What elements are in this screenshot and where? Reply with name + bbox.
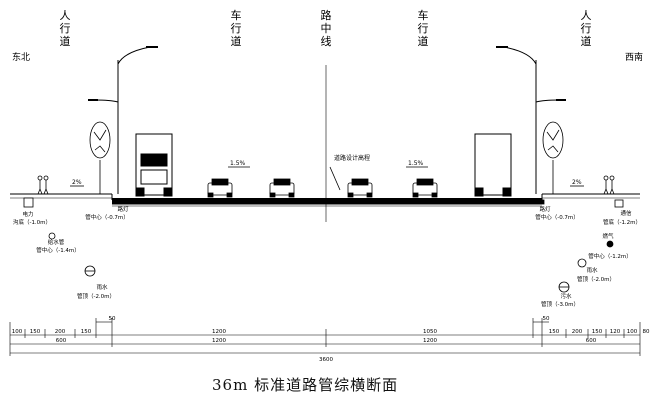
- label-sidewalk-left: 人行道: [59, 9, 71, 48]
- dim-row1-3: 150: [81, 329, 92, 335]
- dimension-lines: [9, 318, 641, 356]
- pipe-right-telecom-detail: 管底（-1.2m）: [603, 218, 641, 226]
- dim-row2-1: 1200: [212, 338, 226, 344]
- street-light-right: [496, 46, 566, 194]
- pipe-right-telecom-name: 通信: [620, 209, 632, 217]
- car-3: [347, 178, 373, 198]
- dim-marker-right: 50: [543, 316, 550, 322]
- slope-label-left: 1.5%: [230, 160, 246, 167]
- road-surface: [10, 193, 640, 207]
- pipe-left-water-name: 给水管: [48, 238, 65, 246]
- label-side-left: 东北: [12, 53, 31, 63]
- dim-row1-1: 150: [30, 329, 41, 335]
- dim-row1-11: 80: [643, 329, 650, 335]
- pedestrians-right: [603, 175, 615, 195]
- dim-marker-left: 50: [109, 316, 116, 322]
- dim-row2-2: 1200: [423, 338, 437, 344]
- pipe-right-sewage-name: 污水: [560, 292, 572, 300]
- label-side-right: 西南: [625, 53, 644, 63]
- design-elevation-label: 道路设计高程: [334, 154, 370, 162]
- car-1: [207, 178, 233, 198]
- pipe-left-power-detail: 沟底（-1.0m）: [13, 218, 51, 226]
- label-carriageway-right: 车行道: [417, 9, 429, 48]
- dim-row1-5: 1050: [423, 329, 437, 335]
- pipe-right-gas-detail: 管中心（-1.2m）: [588, 252, 632, 260]
- pipe-left-power-name: 电力: [22, 210, 33, 218]
- dim-row2-3: 600: [586, 338, 597, 344]
- pipe-left-storm-name: 雨水: [96, 283, 108, 291]
- dim-row1-6: 150: [549, 329, 560, 335]
- drawing-caption: 36m 标准道路管综横断面: [212, 376, 399, 394]
- pipe-symbols: [23, 197, 624, 293]
- dim-row1-0: 100: [12, 329, 23, 335]
- pipe-left-light-detail: 管中心（-0.7m）: [85, 213, 129, 221]
- truck-right: [474, 133, 512, 197]
- pipe-right-storm-detail: 管顶（-2.0m）: [577, 275, 615, 283]
- street-light-left: [88, 46, 158, 194]
- truck-left: [135, 133, 173, 197]
- walk-slope-label-right: 2%: [572, 179, 582, 186]
- dim-row1-2: 200: [55, 329, 66, 335]
- pipe-left-light-name: 路灯: [117, 205, 129, 213]
- dim-total: 3600: [319, 357, 333, 363]
- label-sidewalk-right: 人行道: [580, 9, 592, 48]
- dim-row1-8: 150: [592, 329, 603, 335]
- label-center-line: 路中线: [320, 9, 332, 48]
- stormwater-right-symbol: [577, 258, 587, 268]
- dim-row1-10: 100: [627, 329, 638, 335]
- pedestrians-left: [37, 175, 49, 195]
- label-carriageway-left: 车行道: [230, 9, 242, 48]
- cars: [207, 178, 438, 198]
- water-supply-symbol: [48, 232, 56, 240]
- dim-row1-4: 1200: [212, 329, 226, 335]
- slope-label-right: 1.5%: [408, 160, 424, 167]
- pipe-right-sewage-detail: 管顶（-3.0m）: [541, 300, 579, 308]
- design-elevation-leader: [329, 166, 341, 191]
- tree-right: [542, 121, 564, 194]
- pipe-right-light-detail: 管中心（-0.7m）: [535, 213, 579, 221]
- car-4: [412, 178, 438, 198]
- pipe-right-light-name: 路灯: [539, 205, 551, 213]
- pipe-right-gas-name: 燃气: [602, 232, 614, 240]
- pipe-left-storm-detail: 管顶（-2.0m）: [77, 292, 115, 300]
- tree-left: [89, 121, 111, 194]
- dim-row2-0: 600: [56, 338, 67, 344]
- walk-slope-label-left: 2%: [72, 179, 82, 186]
- car-2: [269, 178, 295, 198]
- street-light-cable-right-symbol: [538, 199, 545, 205]
- dim-row1-9: 120: [610, 329, 621, 335]
- telecom-symbol: [614, 199, 624, 208]
- power-duct-symbol: [23, 197, 34, 208]
- dim-row1-7: 200: [572, 329, 583, 335]
- gas-symbol: [606, 240, 614, 248]
- street-light-cable-left-symbol: [118, 199, 125, 205]
- pipe-left-water-detail: 管中心（-1.4m）: [36, 246, 80, 254]
- pipe-right-storm-name: 雨水: [586, 266, 598, 274]
